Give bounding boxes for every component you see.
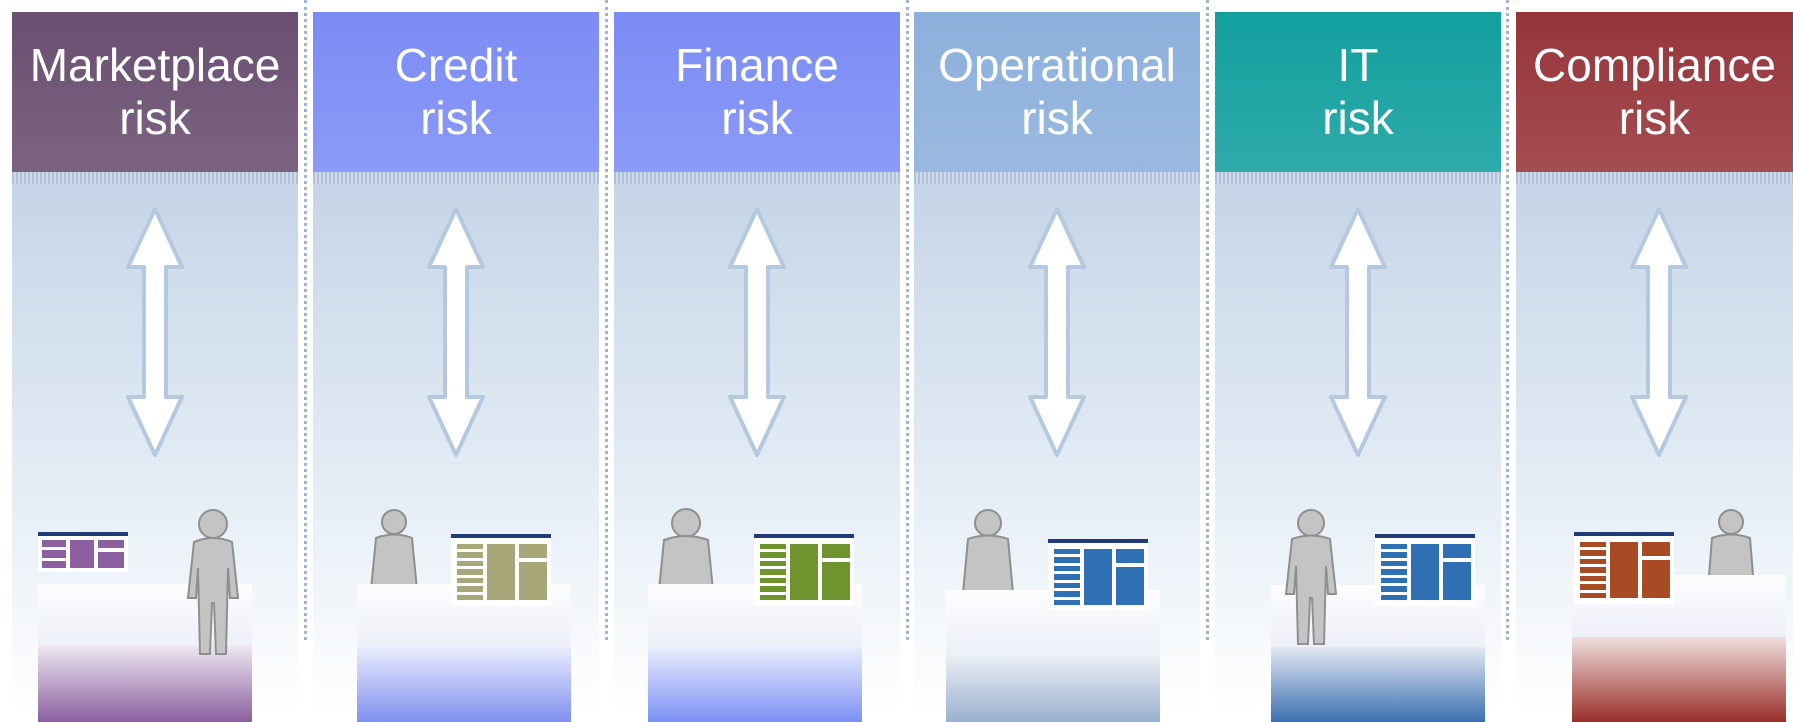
- header-finance-risk: Finance risk: [614, 12, 900, 172]
- header-line-1: Compliance: [1533, 39, 1776, 91]
- header-it-risk: IT risk: [1215, 12, 1501, 172]
- header-compliance-risk: Compliance risk: [1516, 12, 1793, 172]
- bidirectional-arrow-icon: [1630, 207, 1688, 457]
- column-divider: [304, 0, 307, 640]
- bidirectional-arrow-icon: [1329, 207, 1387, 457]
- bidirectional-arrow-icon: [1028, 207, 1086, 457]
- header-operational-risk: Operational risk: [914, 12, 1200, 172]
- column-divider: [1206, 0, 1209, 640]
- header-stripe: [313, 172, 599, 184]
- computer-screen-icon: [1375, 534, 1475, 606]
- computer-screen-icon: [38, 532, 128, 572]
- header-line-1: Credit: [394, 39, 518, 91]
- column-finance-risk: Finance risk: [614, 12, 900, 722]
- column-operational-risk: Operational risk: [914, 12, 1200, 722]
- header-line-1: Operational: [938, 39, 1176, 91]
- header-line-2: risk: [1021, 92, 1093, 144]
- column-compliance-risk: Compliance risk: [1516, 12, 1793, 722]
- computer-screen-icon: [754, 534, 854, 606]
- bidirectional-arrow-icon: [427, 207, 485, 457]
- column-it-risk: IT risk: [1215, 12, 1501, 722]
- column-divider: [1506, 0, 1509, 640]
- column-divider: [605, 0, 608, 640]
- desk-icon: [1572, 575, 1786, 722]
- column-divider: [906, 0, 909, 640]
- header-line-1: Marketplace: [29, 39, 281, 91]
- header-line-1: Finance: [675, 39, 839, 91]
- header-stripe: [1215, 172, 1501, 184]
- person-icon: [186, 509, 240, 655]
- header-stripe: [1516, 172, 1793, 184]
- person-icon: [1706, 509, 1756, 588]
- person-icon: [1284, 509, 1338, 645]
- bidirectional-arrow-icon: [728, 207, 786, 457]
- header-stripe: [12, 172, 298, 184]
- header-credit-risk: Credit risk: [313, 12, 599, 172]
- header-line-2: risk: [119, 92, 191, 144]
- column-marketplace-risk: Marketplace risk: [12, 12, 298, 722]
- computer-screen-icon: [451, 534, 551, 606]
- desk-icon: [357, 584, 571, 722]
- bidirectional-arrow-icon: [126, 207, 184, 457]
- computer-screen-icon: [1048, 539, 1148, 611]
- header-stripe: [914, 172, 1200, 184]
- computer-screen-icon: [1574, 532, 1674, 604]
- column-credit-risk: Credit risk: [313, 12, 599, 722]
- header-line-2: risk: [1322, 92, 1394, 144]
- header-stripe: [614, 172, 900, 184]
- header-marketplace-risk: Marketplace risk: [12, 12, 298, 172]
- header-line-2: risk: [721, 92, 793, 144]
- header-line-1: IT: [1337, 39, 1379, 91]
- header-line-2: risk: [420, 92, 492, 144]
- header-line-2: risk: [1618, 92, 1691, 144]
